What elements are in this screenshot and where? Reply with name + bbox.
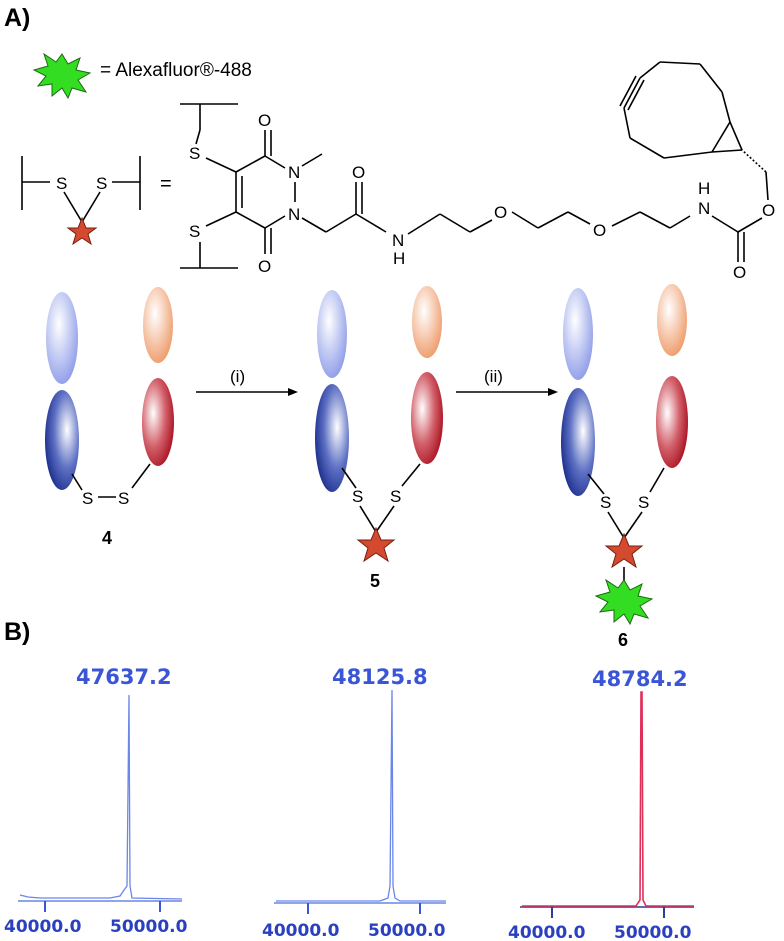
- peak-label-3: 48784.2: [592, 667, 688, 691]
- svg-text:S: S: [96, 174, 107, 193]
- linker-equals: =: [160, 173, 172, 195]
- antibody-4: S S: [45, 287, 174, 508]
- svg-text:S: S: [189, 222, 200, 241]
- arrow-i-label: (i): [230, 367, 245, 386]
- linker-star-icon: [356, 526, 396, 563]
- linker-star-icon: [66, 216, 98, 246]
- peak-label-2: 48125.8: [332, 665, 428, 689]
- xtick-3a: 40000.0: [508, 923, 586, 941]
- xtick-2a: 40000.0: [262, 921, 340, 941]
- xtick-2b: 50000.0: [368, 921, 446, 941]
- panel-b-label: B): [4, 618, 30, 646]
- svg-text:H: H: [393, 249, 405, 268]
- svg-text:N: N: [698, 199, 710, 218]
- spectrum-1: 47637.2 40000.0 50000.0: [4, 665, 188, 937]
- xtick-3b: 50000.0: [614, 923, 692, 941]
- svg-text:H: H: [698, 179, 710, 198]
- fluorophore-burst-icon: [594, 578, 654, 626]
- linker-symbol: S S: [21, 156, 141, 246]
- linker-structure: S S O O N N O N H O: [180, 61, 775, 282]
- xtick-1b: 50000.0: [110, 917, 188, 937]
- compound-5-label: 5: [370, 571, 380, 591]
- linker-star-icon: [604, 532, 644, 569]
- svg-text:N: N: [288, 205, 300, 224]
- svg-text:O: O: [733, 263, 746, 282]
- svg-text:O: O: [494, 203, 507, 222]
- antibody-5: S S: [315, 286, 443, 563]
- svg-text:S: S: [638, 493, 649, 512]
- svg-text:O: O: [352, 163, 365, 182]
- svg-text:N: N: [392, 231, 404, 250]
- svg-text:O: O: [593, 221, 606, 240]
- svg-text:O: O: [258, 257, 271, 276]
- spectrum-2: 48125.8 40000.0 50000.0: [262, 665, 446, 941]
- spectrum-3: 48784.2 40000.0 50000.0: [508, 667, 694, 941]
- fluorophore-burst-icon: [32, 52, 92, 100]
- svg-text:S: S: [56, 174, 67, 193]
- compound-4-label: 4: [102, 528, 112, 548]
- svg-text:S: S: [390, 487, 401, 506]
- svg-text:S: S: [189, 144, 200, 163]
- peak-label-1: 47637.2: [76, 665, 172, 689]
- arrow-ii-label: (ii): [484, 367, 503, 386]
- svg-text:S: S: [600, 493, 611, 512]
- svg-text:S: S: [82, 489, 93, 508]
- svg-text:O: O: [762, 201, 775, 220]
- svg-text:O: O: [258, 111, 271, 130]
- svg-text:N: N: [288, 163, 300, 182]
- antibody-6: S S: [561, 284, 688, 626]
- xtick-1a: 40000.0: [4, 917, 82, 937]
- svg-text:S: S: [118, 489, 129, 508]
- svg-text:S: S: [352, 487, 363, 506]
- panel-a-label: A): [4, 4, 30, 32]
- fluorophore-legend-text: = Alexafluor®-488: [100, 60, 252, 81]
- compound-6-label: 6: [618, 630, 628, 650]
